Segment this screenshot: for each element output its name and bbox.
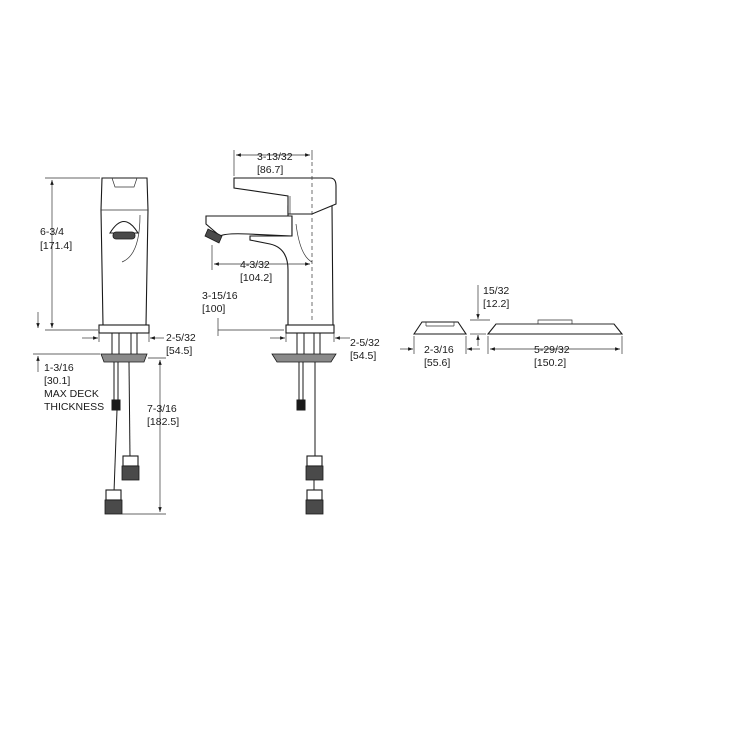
- plate-large-imperial: 5-29/32: [534, 344, 570, 356]
- front-height-metric: [171.4]: [40, 240, 72, 252]
- front-view: [33, 177, 166, 515]
- spout-reach-metric: [104.2]: [240, 272, 272, 284]
- plate-large-metric: [150.2]: [534, 357, 566, 369]
- side-base-imperial: 2-5/32: [350, 337, 380, 349]
- front-base-imperial: 2-5/32: [166, 332, 196, 344]
- spout-reach-imperial: 4-3/32: [240, 259, 270, 271]
- side-coupling-bottom: [305, 489, 324, 515]
- supply-length-metric: [182.5]: [147, 416, 179, 428]
- side-view: [204, 150, 350, 515]
- side-base-metric: [54.5]: [350, 350, 376, 362]
- side-deck-washer: [271, 353, 337, 363]
- small-escutcheon: [412, 321, 468, 335]
- front-base-ring: [98, 324, 150, 334]
- spout-height-metric: [100]: [202, 303, 225, 315]
- side-base-ring: [285, 324, 335, 334]
- plate-height-metric: [12.2]: [483, 298, 509, 310]
- plate-small-imperial: 2-3/16: [424, 344, 454, 356]
- front-deck-washer: [100, 353, 148, 363]
- side-width-metric: [86.7]: [257, 164, 283, 176]
- spout-aerator: [204, 228, 223, 244]
- supply-line-left: [113, 409, 118, 493]
- aerator-icon: [109, 220, 139, 234]
- front-coupling-right: [121, 455, 140, 481]
- large-deck-plate: [486, 323, 624, 335]
- side-width-imperial: 3-13/32: [257, 151, 293, 163]
- plate-height-imperial: 15/32: [483, 285, 509, 297]
- front-faucet-body: [100, 177, 149, 326]
- side-coupling-top: [305, 455, 324, 481]
- front-base-metric: [54.5]: [166, 345, 192, 357]
- deck-plates: [400, 285, 624, 354]
- front-height-imperial: 6-3/4: [40, 226, 64, 238]
- front-coupling-left: [104, 489, 123, 515]
- lever-handle: [233, 177, 337, 215]
- deck-thickness-note-1: MAX DECK: [44, 388, 99, 400]
- supply-line-right: [128, 361, 131, 459]
- handle-top: [111, 177, 138, 188]
- deck-thickness-note-2: THICKNESS: [44, 401, 104, 413]
- plate-small-metric: [55.6]: [424, 357, 450, 369]
- supply-length-imperial: 7-3/16: [147, 403, 177, 415]
- spout-height-imperial: 3-15/16: [202, 290, 238, 302]
- deck-thickness-imperial: 1-3/16: [44, 362, 74, 374]
- spout: [205, 215, 293, 237]
- deck-thickness-metric: [30.1]: [44, 375, 70, 387]
